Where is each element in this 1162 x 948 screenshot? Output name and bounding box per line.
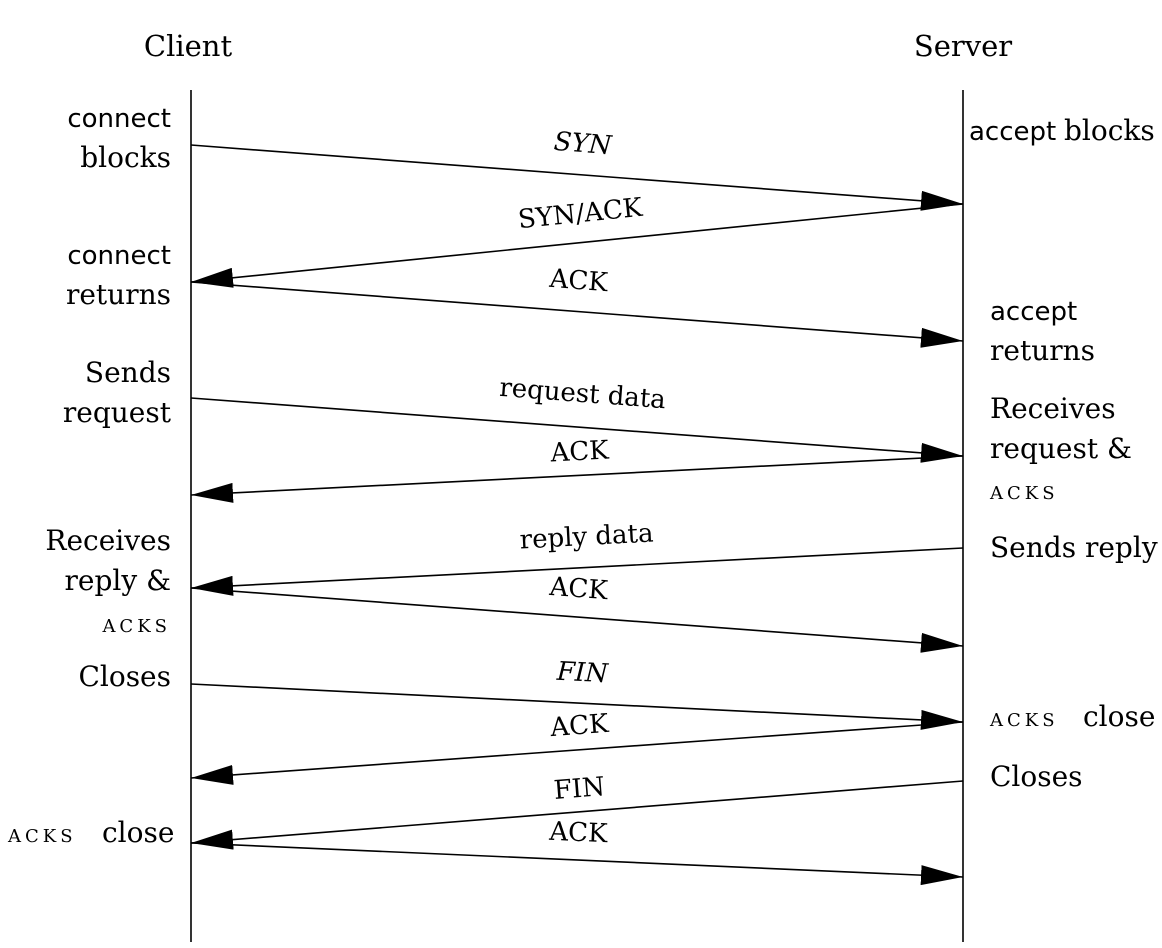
client-note-connect-returns-2: returns — [66, 278, 171, 311]
client-header: Client — [144, 29, 233, 63]
client-note-receives-3: ACKS — [101, 616, 171, 637]
label-ack-request: ACK — [549, 436, 610, 469]
label-syn-ack: SYN/ACK — [517, 193, 645, 235]
server-note-accept-returns-2: returns — [990, 334, 1095, 367]
arrow-reply-data — [190, 547, 964, 596]
arrow-syn-ack — [190, 203, 964, 288]
client-note-receives-2: reply & — [65, 564, 171, 597]
label-reply-data: reply data — [519, 519, 654, 556]
server-note-closes: Closes — [990, 760, 1083, 793]
label-ack-fin-client: ACK — [548, 709, 610, 743]
label-syn: SYN — [553, 127, 614, 161]
label-fin-server: FIN — [553, 772, 606, 806]
label-request-data: request data — [498, 373, 667, 415]
arrow-ack-handshake — [190, 281, 964, 348]
client-note-closes: Closes — [78, 660, 171, 693]
label-ack-fin-server: ACK — [548, 817, 609, 850]
arrow-ack-reply — [190, 587, 964, 653]
server-note-accept: accept — [969, 117, 1056, 147]
message-arrows — [190, 144, 964, 886]
client-note-connect-returns-1: connect — [67, 241, 171, 271]
server-note-accept-returns-1: accept — [990, 297, 1077, 327]
client-note-connect: connect — [67, 104, 171, 134]
arrow-ack-fin-server — [190, 842, 964, 886]
client-note-receives-1: Receives — [45, 524, 171, 557]
arrow-ack-request — [190, 455, 964, 503]
server-note-close: close — [1083, 700, 1155, 733]
server-note-receives-3: ACKS — [989, 483, 1059, 504]
client-note-blocks: blocks — [80, 141, 171, 174]
arrow-request-data — [190, 397, 964, 463]
label-fin-client: FIN — [555, 657, 610, 690]
label-ack-reply: ACK — [548, 572, 610, 606]
arrow-fin-server — [190, 780, 964, 850]
server-note-receives-2: request & — [990, 432, 1132, 465]
server-note-acks: ACKS — [989, 710, 1059, 731]
label-ack-handshake: ACK — [548, 264, 610, 298]
server-note-receives-1: Receives — [990, 392, 1116, 425]
arrow-fin-client — [190, 683, 964, 730]
client-note-acks: ACKS — [7, 826, 77, 847]
client-note-sends-1: Sends — [85, 356, 171, 389]
server-header: Server — [914, 29, 1012, 63]
client-note-close: close — [102, 816, 174, 849]
server-note-sends-reply: Sends reply — [990, 531, 1158, 564]
arrow-syn — [190, 144, 964, 211]
client-note-sends-2: request — [63, 396, 172, 429]
server-note-blocks: blocks — [1064, 114, 1155, 147]
arrow-ack-fin-client — [190, 721, 964, 785]
